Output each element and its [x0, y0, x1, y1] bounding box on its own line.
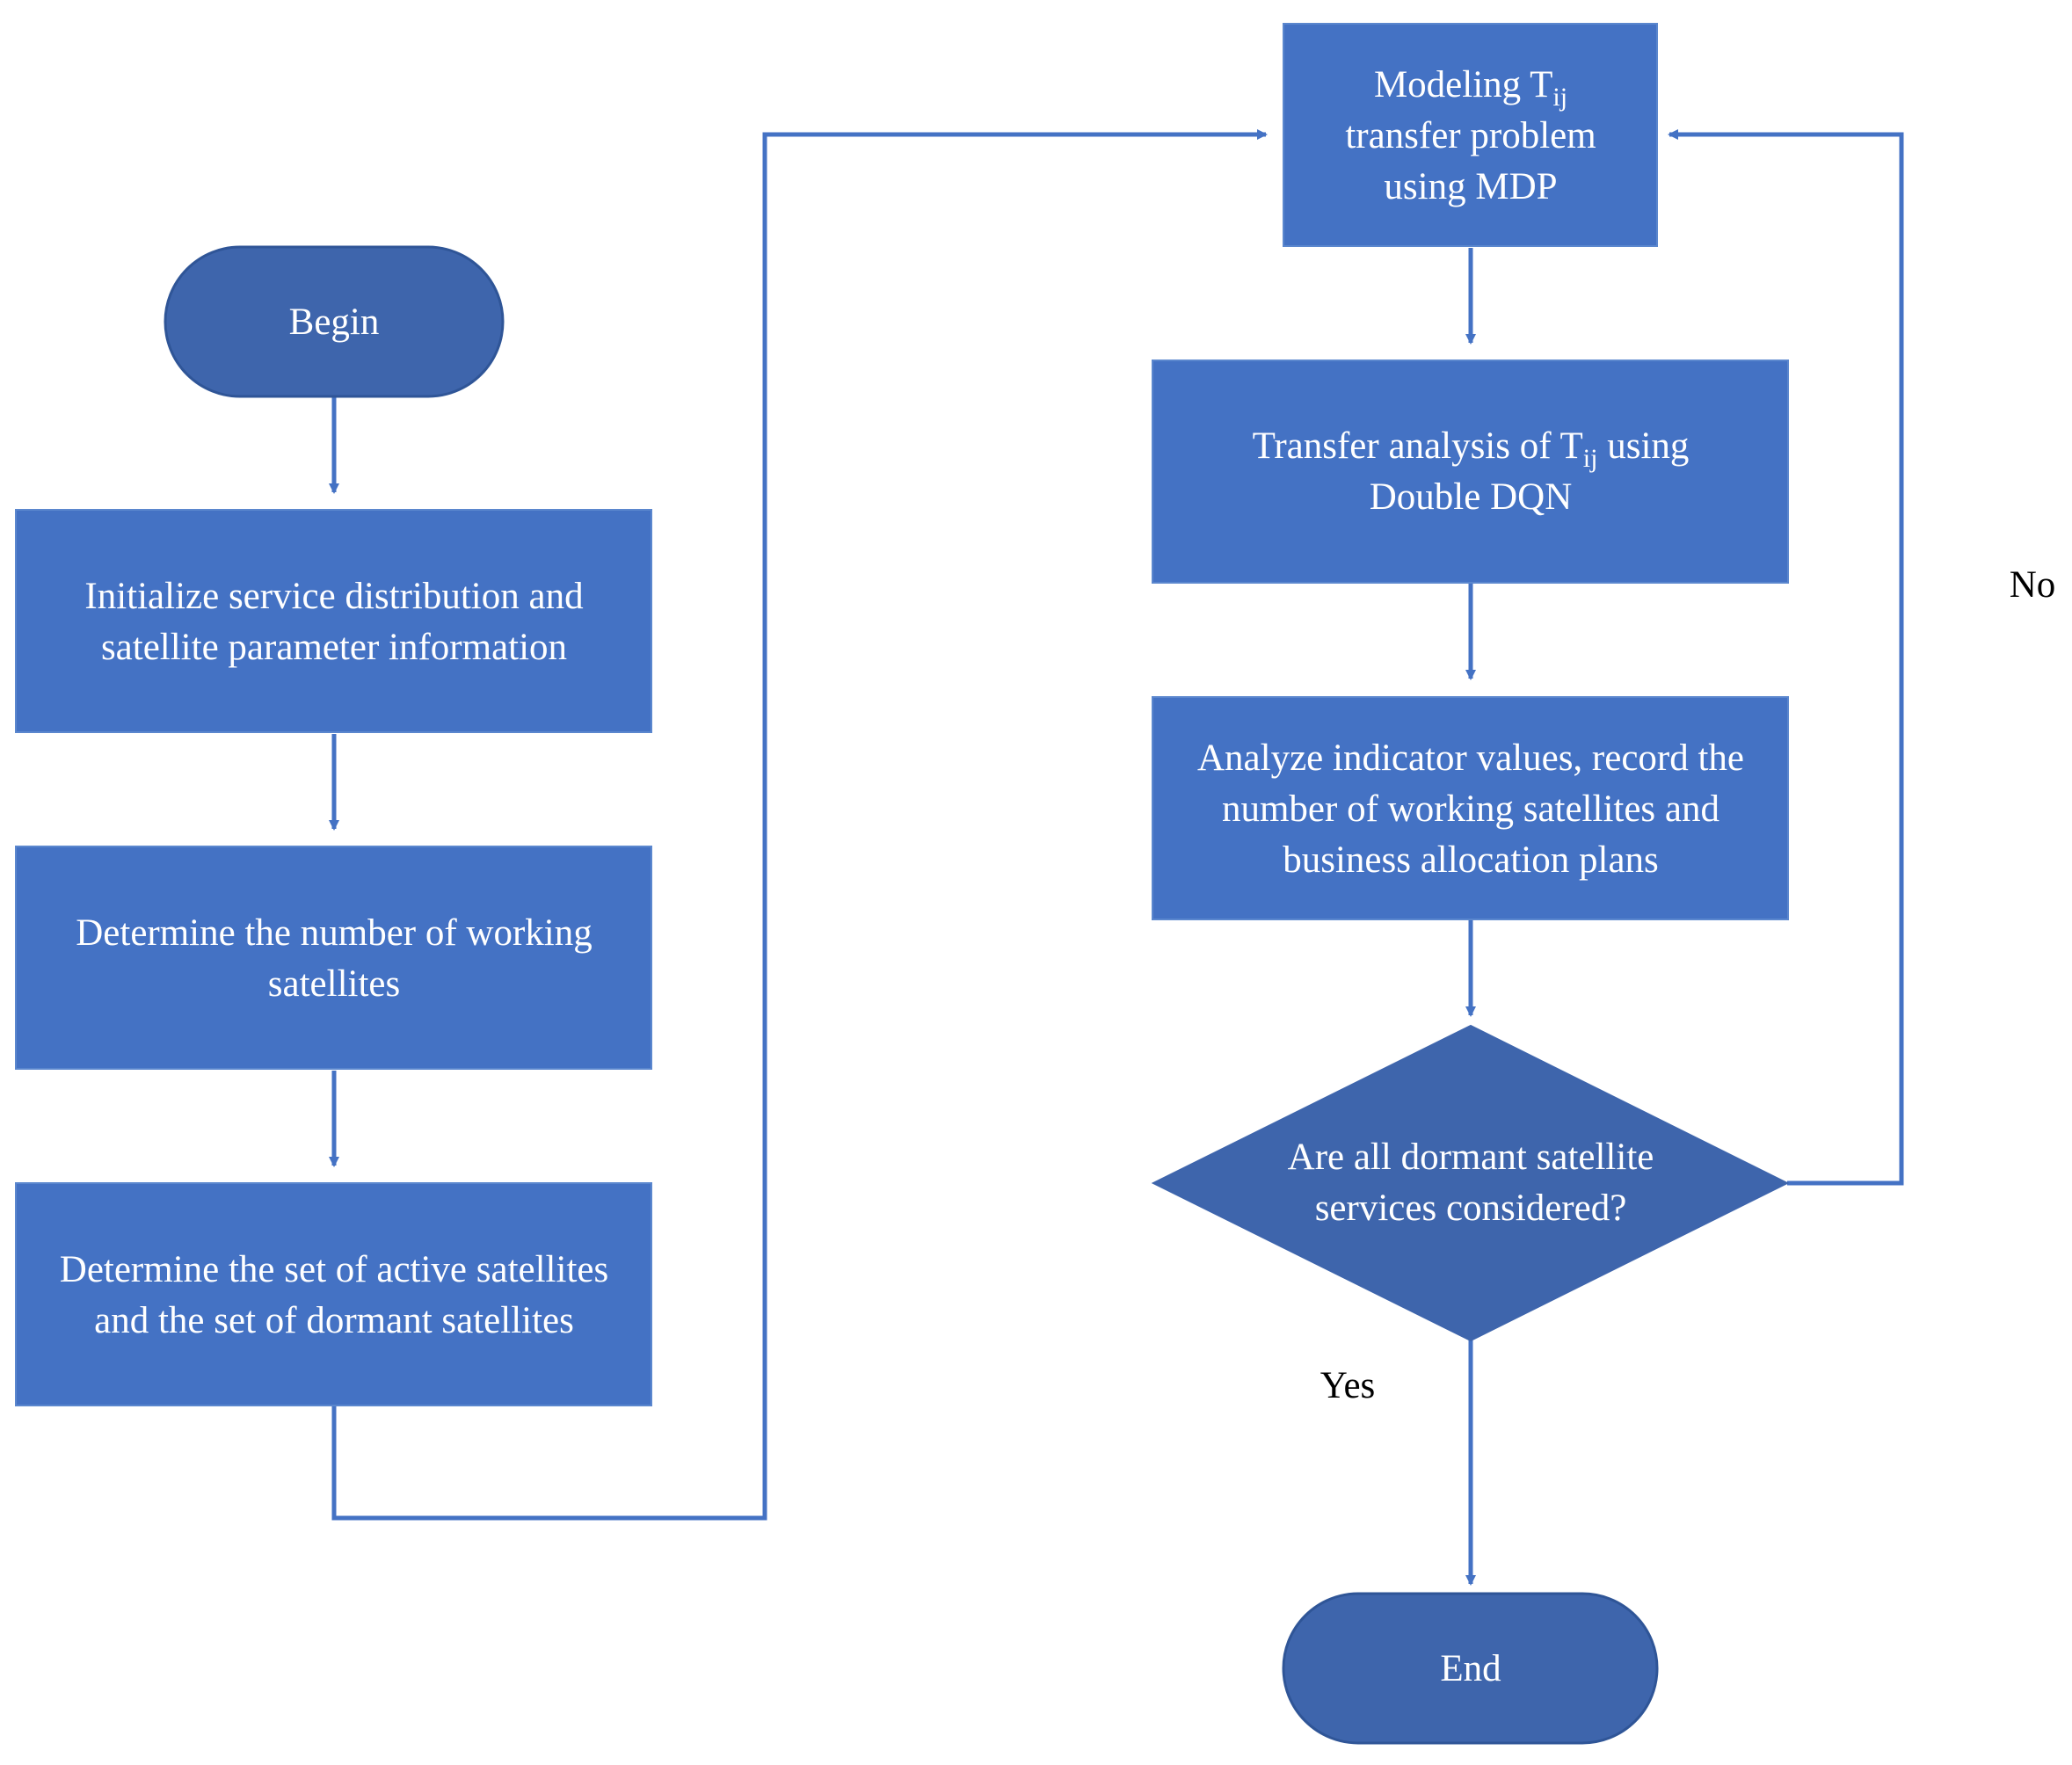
transfer-analysis-line-1-suffix: using: [1597, 425, 1689, 467]
transfer-analysis-subscript: ij: [1583, 444, 1598, 473]
determine-number-process-box: [15, 846, 652, 1070]
initialize-process: Initialize service distribution and sate…: [15, 509, 652, 733]
determine-sets-process-box: [15, 1182, 652, 1406]
end-terminal: End: [1282, 1592, 1659, 1745]
decision-diamond: Are all dormant satellite services consi…: [1151, 1024, 1790, 1342]
initialize-process-box: [15, 509, 652, 733]
determine-number-process: Determine the number of working satellit…: [15, 846, 652, 1070]
modeling-line-3: using MDP: [1384, 166, 1557, 207]
modeling-line-2: transfer problem: [1345, 115, 1596, 156]
analyze-process: Analyze indicator values, record the num…: [1152, 696, 1789, 920]
determine-number-line-1: Determine the number of working: [76, 912, 593, 954]
begin-label: Begin: [289, 301, 380, 343]
begin-terminal: Begin: [164, 245, 505, 398]
determine-sets-line-1: Determine the set of active satellites: [60, 1249, 608, 1290]
analyze-process-box: [1152, 696, 1789, 920]
modeling-process-box: [1283, 23, 1658, 247]
edge-decision-no-loop: [1668, 129, 1904, 1186]
modeling-line-1-main: Modeling T: [1374, 64, 1552, 105]
decision-line-2: services considered?: [1315, 1188, 1627, 1229]
no-label: No: [2010, 564, 2056, 606]
transfer-analysis-line-2: Double DQN: [1370, 476, 1573, 518]
end-terminal-shape: [1282, 1592, 1659, 1745]
end-label: End: [1440, 1648, 1501, 1689]
edges: [329, 129, 1904, 1586]
modeling-process: Modeling Tij transfer problem using MDP: [1283, 23, 1658, 247]
determine-sets-process: Determine the set of active satellites a…: [15, 1182, 652, 1406]
initialize-line-2: satellite parameter information: [101, 627, 567, 668]
begin-terminal-shape: [164, 245, 505, 398]
edge-determine-sets-to-modeling: [331, 129, 1268, 1521]
modeling-line-1: Modeling Tij: [1374, 64, 1567, 112]
analyze-line-1: Analyze indicator values, record the: [1197, 737, 1744, 779]
decision-shape: [1151, 1024, 1790, 1342]
modeling-subscript: ij: [1552, 83, 1567, 112]
decision-line-1: Are all dormant satellite: [1288, 1137, 1654, 1178]
determine-number-line-2: satellites: [268, 963, 400, 1005]
initialize-line-1: Initialize service distribution and: [84, 576, 583, 617]
yes-label: Yes: [1320, 1365, 1376, 1406]
transfer-analysis-process-box: [1152, 360, 1789, 584]
transfer-analysis-process: Transfer analysis of Tij using Double DQ…: [1152, 360, 1789, 584]
transfer-analysis-line-1: Transfer analysis of Tij using: [1253, 425, 1690, 473]
transfer-analysis-line-1-prefix: Transfer analysis of T: [1253, 425, 1583, 467]
determine-sets-line-2: and the set of dormant satellites: [94, 1300, 574, 1341]
analyze-line-3: business allocation plans: [1283, 839, 1659, 881]
analyze-line-2: number of working satellites and: [1222, 788, 1719, 830]
